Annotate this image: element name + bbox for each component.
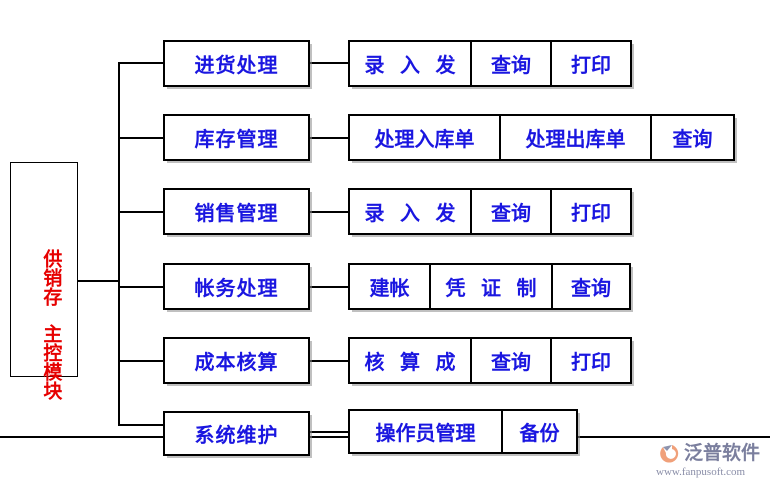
module-leaf-connector-4 bbox=[310, 286, 350, 288]
module-leaf-connector-6 bbox=[310, 431, 350, 433]
leaf-label-2-1: 处理入库单 bbox=[374, 129, 475, 151]
leaf-label-1-3: 打印 bbox=[571, 55, 611, 77]
module-box-2[interactable]: 库存管理 bbox=[163, 114, 310, 161]
leaf-label-6-2: 备份 bbox=[519, 423, 560, 445]
leaf-cell-4-2[interactable]: 凭 证 制 bbox=[429, 263, 553, 310]
leaf-cell-2-3[interactable]: 查询 bbox=[650, 114, 735, 161]
leaf-cell-5-2[interactable]: 查询 bbox=[470, 337, 552, 384]
leaf-cell-6-2[interactable]: 备份 bbox=[501, 409, 578, 454]
module-box-6[interactable]: 系统维护 bbox=[163, 411, 310, 456]
leaf-group-2: 处理入库单 处理出库单 查询 bbox=[348, 114, 735, 161]
leaf-label-6-1: 操作员管理 bbox=[375, 423, 476, 445]
leaf-label-3-1: 录 入 发 bbox=[364, 203, 461, 225]
leaf-label-5-1: 核 算 成 bbox=[364, 352, 461, 374]
module-label-3: 销售管理 bbox=[194, 203, 279, 225]
leaf-cell-2-2[interactable]: 处理出库单 bbox=[499, 114, 652, 161]
branch-connector-2 bbox=[118, 137, 163, 139]
leaf-cell-4-1[interactable]: 建帐 bbox=[348, 263, 431, 310]
leaf-cell-1-1[interactable]: 录 入 发 bbox=[348, 40, 472, 87]
watermark-url: www.fanpusoft.com bbox=[656, 466, 746, 478]
leaf-label-2-2: 处理出库单 bbox=[525, 129, 626, 151]
leaf-label-5-3: 打印 bbox=[571, 352, 611, 374]
leaf-cell-1-3[interactable]: 打印 bbox=[550, 40, 632, 87]
leaf-group-5: 核 算 成 查询 打印 bbox=[348, 337, 632, 384]
module-leaf-connector-5 bbox=[310, 360, 350, 362]
branch-connector-4 bbox=[118, 286, 163, 288]
module-leaf-connector-1 bbox=[310, 62, 350, 64]
branch-connector-3 bbox=[118, 211, 163, 213]
leaf-label-1-1: 录 入 发 bbox=[364, 55, 461, 77]
watermark-brand: 泛普软件 bbox=[684, 442, 761, 464]
root-label-line1: 供销存 bbox=[40, 249, 62, 306]
leaf-cell-3-2[interactable]: 查询 bbox=[470, 188, 552, 235]
leaf-label-2-3: 查询 bbox=[672, 129, 713, 151]
root-module-box[interactable]: 供销存 主控模块 bbox=[10, 162, 78, 400]
leaf-label-4-1: 建帐 bbox=[369, 278, 410, 300]
leaf-cell-3-1[interactable]: 录 入 发 bbox=[348, 188, 472, 235]
root-to-spine-connector bbox=[78, 280, 120, 282]
leaf-label-1-2: 查询 bbox=[491, 55, 531, 77]
leaf-cell-5-3[interactable]: 打印 bbox=[550, 337, 632, 384]
fanpu-swoosh-icon bbox=[660, 442, 682, 464]
module-box-3[interactable]: 销售管理 bbox=[163, 188, 310, 235]
module-leaf-connector-2 bbox=[310, 137, 350, 139]
module-leaf-connector-3 bbox=[310, 211, 350, 213]
leaf-label-4-2: 凭 证 制 bbox=[445, 278, 542, 300]
module-label-4: 帐务处理 bbox=[194, 278, 279, 300]
module-label-5: 成本核算 bbox=[194, 352, 279, 374]
leaf-cell-3-3[interactable]: 打印 bbox=[550, 188, 632, 235]
leaf-cell-6-1[interactable]: 操作员管理 bbox=[348, 409, 503, 454]
leaf-label-3-2: 查询 bbox=[491, 203, 531, 225]
spine-vertical-line bbox=[118, 62, 120, 426]
leaf-group-3: 录 入 发 查询 打印 bbox=[348, 188, 632, 235]
branch-connector-1 bbox=[118, 62, 163, 64]
branch-connector-6 bbox=[118, 424, 163, 426]
leaf-cell-4-3[interactable]: 查询 bbox=[551, 263, 631, 310]
leaf-group-4: 建帐 凭 证 制 查询 bbox=[348, 263, 631, 310]
leaf-label-5-2: 查询 bbox=[491, 352, 531, 374]
leaf-cell-2-1[interactable]: 处理入库单 bbox=[348, 114, 501, 161]
module-label-2: 库存管理 bbox=[194, 129, 279, 151]
watermark-logo: 泛普软件 www.fanpusoft.com bbox=[656, 442, 768, 488]
leaf-cell-5-1[interactable]: 核 算 成 bbox=[348, 337, 472, 384]
branch-connector-5 bbox=[118, 360, 163, 362]
leaf-label-3-3: 打印 bbox=[571, 203, 611, 225]
leaf-cell-1-2[interactable]: 查询 bbox=[470, 40, 552, 87]
leaf-group-6: 操作员管理 备份 bbox=[348, 409, 578, 454]
module-box-1[interactable]: 进货处理 bbox=[163, 40, 310, 87]
leaf-group-1: 录 入 发 查询 打印 bbox=[348, 40, 632, 87]
module-label-6: 系统维护 bbox=[194, 425, 279, 447]
root-label-line2: 主控模块 bbox=[40, 323, 62, 400]
module-box-5[interactable]: 成本核算 bbox=[163, 337, 310, 384]
leaf-label-4-3: 查询 bbox=[571, 278, 611, 300]
module-box-4[interactable]: 帐务处理 bbox=[163, 263, 310, 310]
module-label-1: 进货处理 bbox=[194, 55, 279, 77]
